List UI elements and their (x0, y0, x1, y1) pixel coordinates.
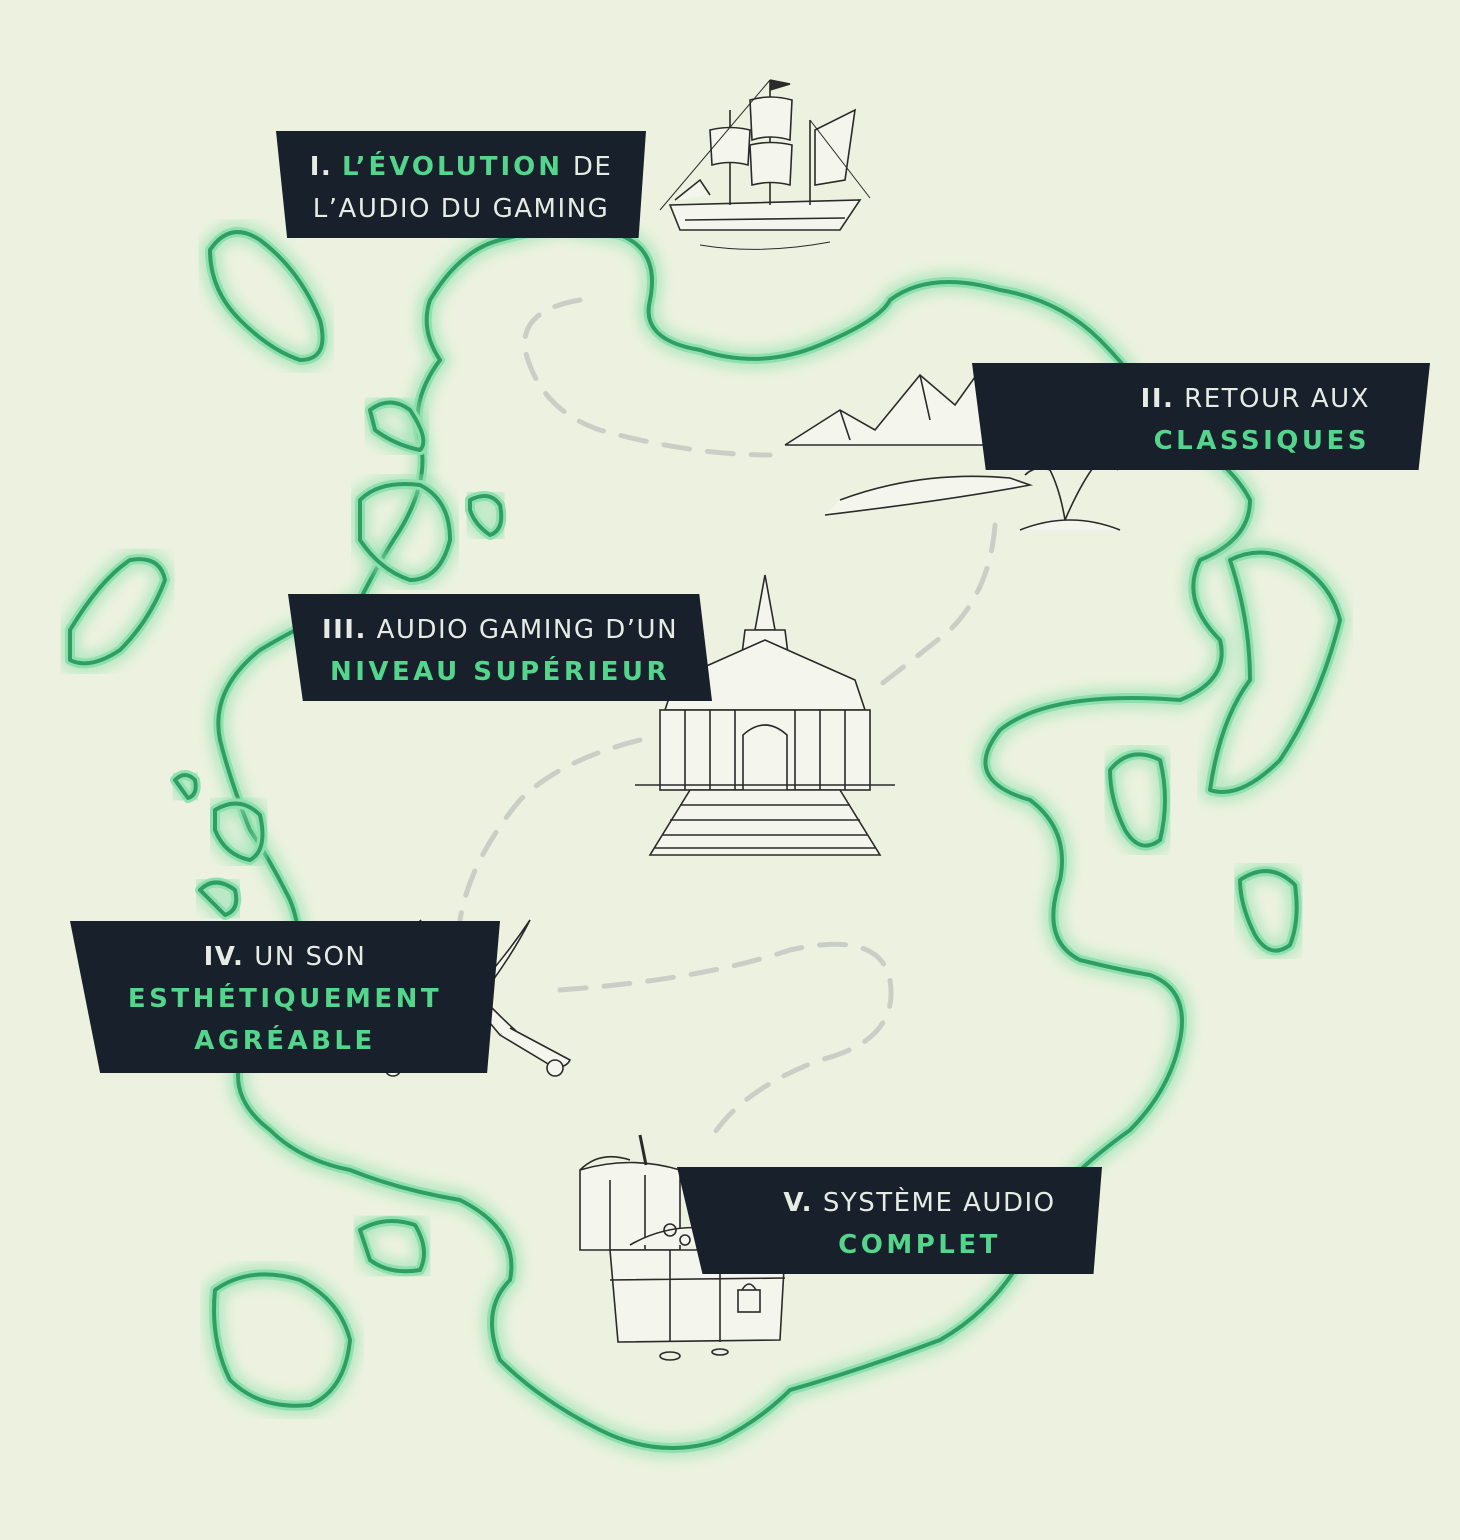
islet-1-coastline (208, 230, 325, 362)
stage-2-highlight: CLASSIQUES (1153, 426, 1370, 456)
stage-banner-2: II. RETOUR AUX CLASSIQUES (972, 363, 1430, 470)
trail-2-3 (877, 522, 998, 688)
islet-12-coastline (358, 1219, 426, 1274)
stage-4-highlight: ESTHÉTIQUEMENT (127, 984, 443, 1014)
islet-3-coastline (358, 482, 452, 582)
stage-3-text: AUDIO GAMING D’UN (376, 615, 679, 645)
stage-3-line-1: III. AUDIO GAMING D’UN (288, 609, 712, 651)
stage-1-text: DE (572, 152, 613, 182)
islet-11-coastline (198, 880, 239, 917)
stage-2-line-1: II. RETOUR AUX (972, 378, 1370, 420)
islet-5-coastline (68, 557, 167, 666)
stage-banner-5: V. SYSTÈME AUDIO COMPLET (677, 1167, 1102, 1274)
stage-5-numeral: V. (783, 1188, 814, 1218)
islet-8-coastline (1238, 869, 1299, 953)
stage-1-line-2: L’AUDIO DU GAMING (312, 194, 610, 224)
stage-4-numeral: IV. (203, 942, 245, 972)
stage-1-line-1: I. L’ÉVOLUTION DE (276, 146, 646, 188)
islet-7-coastline (1108, 752, 1167, 848)
stage-4-line-1: IV. UN SON (70, 936, 500, 978)
stage-5-line-1: V. SYSTÈME AUDIO (737, 1182, 1102, 1224)
stage-banner-3: III. AUDIO GAMING D’UN NIVEAU SUPÉRIEUR (288, 594, 712, 701)
stage-2-numeral: II. (1140, 384, 1175, 414)
sailing-ship-icon (640, 70, 880, 270)
stage-5-highlight: COMPLET (838, 1230, 1001, 1260)
islet-10-coastline (213, 801, 265, 862)
trail-1-2 (522, 297, 773, 458)
stage-banner-1: I. L’ÉVOLUTION DE L’AUDIO DU GAMING (276, 131, 646, 238)
stage-1-numeral: I. (309, 152, 333, 182)
stage-4-highlight-2: AGRÉABLE (194, 1026, 376, 1056)
islet-4-coastline (468, 494, 504, 537)
stage-2-text: RETOUR AUX (1184, 384, 1370, 414)
stage-5-text: SYSTÈME AUDIO (822, 1188, 1056, 1218)
islet-13-coastline (212, 1272, 352, 1408)
trail-4-5 (557, 941, 894, 1143)
islet-2-coastline (368, 400, 426, 452)
stage-3-numeral: III. (321, 615, 367, 645)
stage-3-highlight: NIVEAU SUPÉRIEUR (329, 657, 671, 687)
islet-6-coastline (1208, 550, 1342, 794)
stage-banner-4: IV. UN SON ESTHÉTIQUEMENT AGRÉABLE (70, 921, 500, 1073)
trail-3-4 (457, 737, 643, 923)
stage-4-text: UN SON (254, 942, 367, 972)
islet-9-coastline (173, 773, 198, 800)
stage-1-highlight: L’ÉVOLUTION (342, 152, 564, 182)
temple-icon (625, 570, 905, 860)
